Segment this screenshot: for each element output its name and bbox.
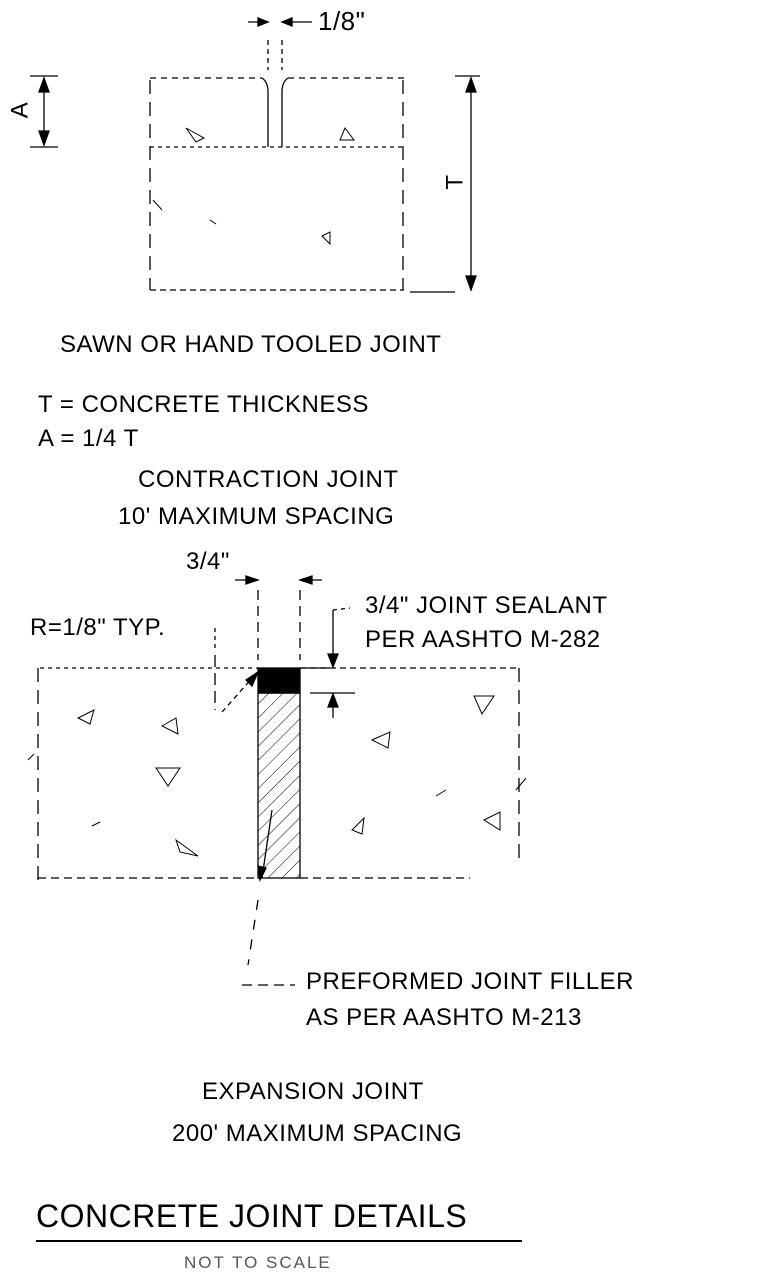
dimension-a-label: A <box>6 101 34 119</box>
contraction-joint-detail <box>30 17 480 293</box>
dimension-t-label: T <box>441 174 469 190</box>
expansion-joint-detail <box>27 575 527 986</box>
legend-thickness: T = CONCRETE THICKNESS <box>38 391 369 418</box>
scale-note: NOT TO SCALE <box>184 1253 332 1272</box>
expansion-width-dimension: 3/4" <box>186 548 230 575</box>
legend-a: A = 1/4 T <box>38 425 139 452</box>
expansion-title: EXPANSION JOINT <box>202 1078 424 1105</box>
sealant-note-line2: PER AASHTO M-282 <box>365 626 601 653</box>
filler-note-line1: PREFORMED JOINT FILLER <box>306 968 634 995</box>
contraction-spacing: 10' MAXIMUM SPACING <box>118 503 395 530</box>
radius-note: R=1/8" TYP. <box>30 614 166 641</box>
top-gap-dimension: 1/8" <box>318 6 366 36</box>
drawing-title: CONCRETE JOINT DETAILS <box>36 1198 468 1234</box>
contraction-title: CONTRACTION JOINT <box>138 466 399 493</box>
filler-note-line2: AS PER AASHTO M-213 <box>306 1004 582 1031</box>
expansion-spacing: 200' MAXIMUM SPACING <box>172 1120 463 1147</box>
contraction-caption: SAWN OR HAND TOOLED JOINT <box>60 331 442 358</box>
sealant-note-line1: 3/4" JOINT SEALANT <box>365 592 608 619</box>
title-underline <box>36 1240 522 1242</box>
